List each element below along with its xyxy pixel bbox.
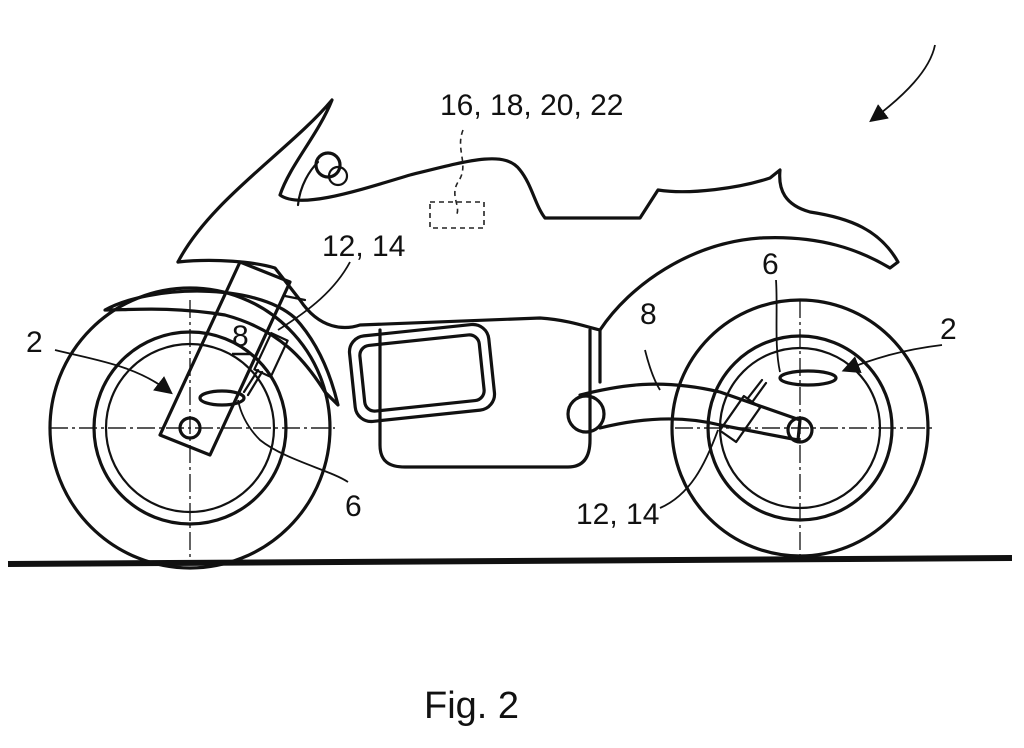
mirror (296, 151, 349, 207)
label-swingarm: 8 (640, 298, 657, 331)
leader-lines (54, 44, 943, 509)
ground-line (7, 555, 1013, 567)
label-rear-part: 6 (762, 248, 779, 281)
front-fairing-lower (176, 258, 602, 332)
rear-sensor (718, 369, 838, 444)
fairing-outline (176, 98, 900, 332)
front-sensor (198, 331, 289, 407)
label-rear-sensor: 12, 14 (576, 498, 659, 531)
label-control-units: 16, 18, 20, 22 (440, 89, 624, 122)
label-front-sensor: 12, 14 (322, 230, 405, 263)
front-wheel (48, 286, 332, 570)
battery-box (347, 322, 497, 424)
front-fork (158, 260, 307, 457)
swingarm (566, 382, 814, 444)
label-fork-part: 8 (232, 320, 249, 353)
rear-wheel (670, 298, 930, 558)
label-wheel-left: 2 (26, 326, 43, 359)
front-fender (103, 289, 340, 407)
figure-caption: Fig. 2 (424, 685, 519, 727)
label-wheel-right: 2 (940, 313, 957, 346)
engine-block (378, 328, 592, 469)
control-unit-box (429, 201, 485, 229)
label-front-part: 6 (345, 490, 362, 523)
